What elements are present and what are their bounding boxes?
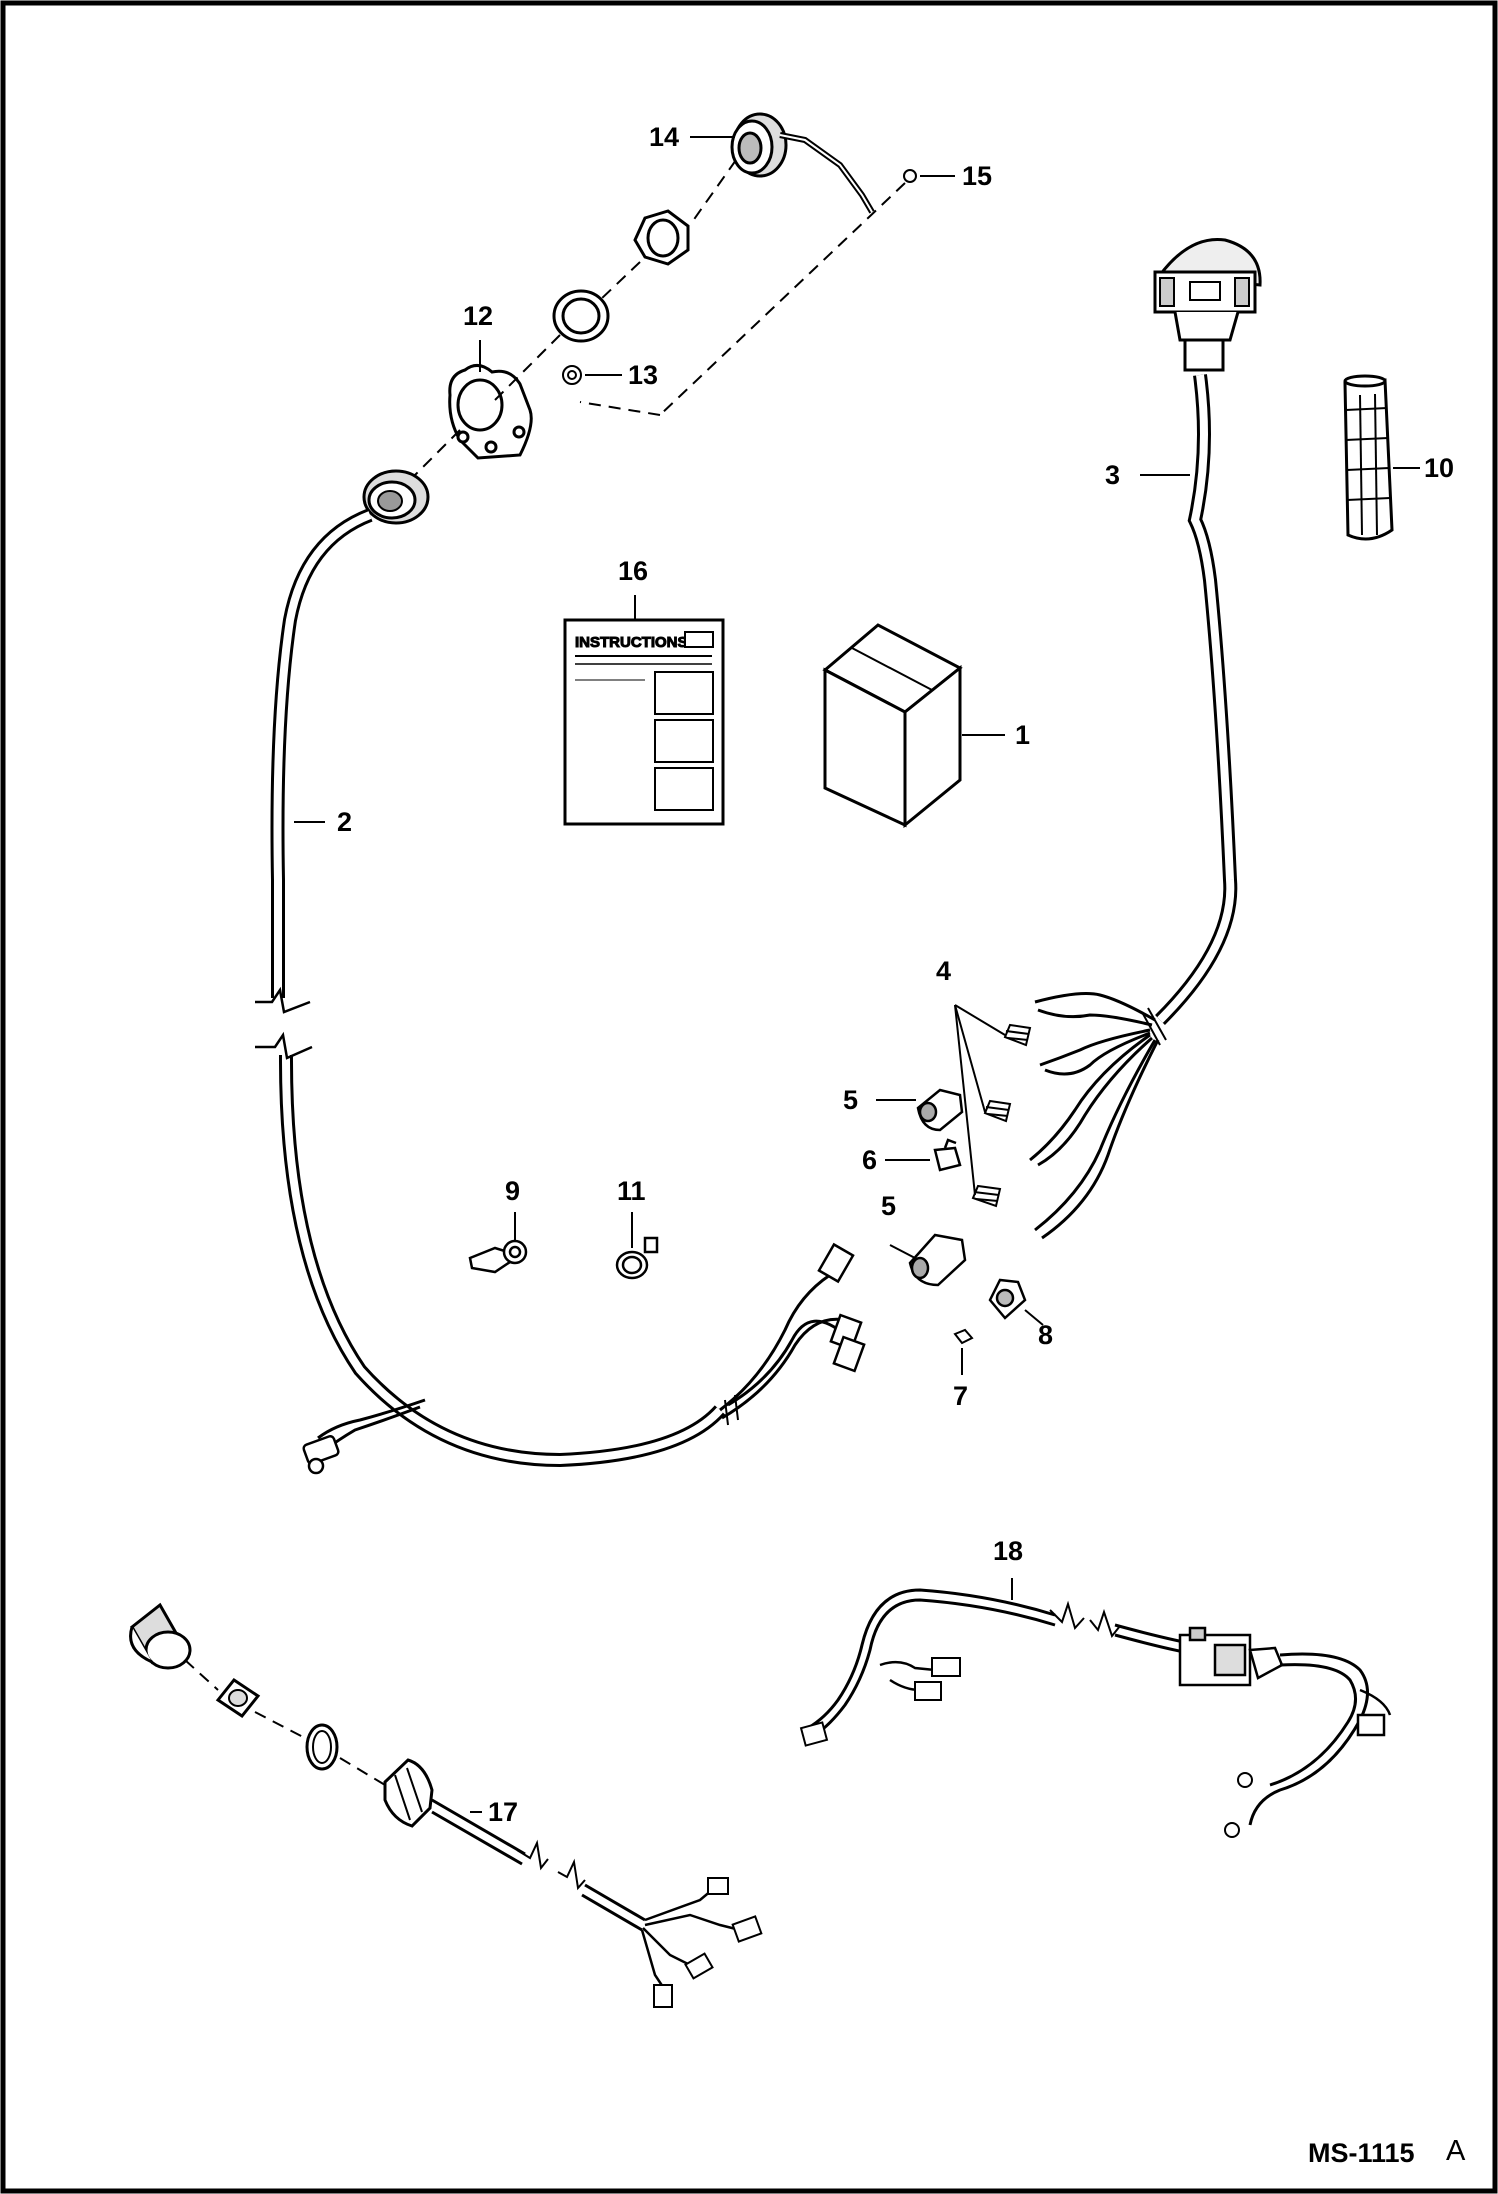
part-11-hose-clamp — [615, 1236, 659, 1280]
callout-1: 1 — [1015, 720, 1030, 750]
part-1-box — [822, 623, 963, 829]
part-10-grip — [1343, 374, 1394, 541]
part-14-plug-grommet — [730, 112, 875, 214]
part-4-terminals — [971, 1023, 1032, 1208]
callout-6: 6 — [862, 1145, 877, 1175]
lock-washer — [552, 289, 610, 343]
part-12-mounting-bracket — [448, 364, 533, 460]
part-15-screw — [903, 169, 917, 183]
callout-leaders — [294, 136, 1420, 1813]
callout-13: 13 — [628, 360, 658, 390]
callout-16: 16 — [618, 556, 648, 586]
callout-14: 14 — [649, 122, 679, 152]
callout-15: 15 — [962, 161, 992, 191]
callout-2: 2 — [337, 807, 352, 837]
callout-18: 18 — [993, 1536, 1023, 1566]
callout-5-upper: 5 — [843, 1085, 858, 1115]
assembly-dash-lines-top — [414, 159, 906, 476]
part-17-harness — [129, 1602, 763, 2008]
assembly-dash-lines-bottom — [184, 1659, 386, 1786]
figure-revision: A — [1446, 2135, 1466, 2167]
callout-11: 11 — [617, 1176, 646, 1206]
hex-nut — [633, 209, 690, 266]
callout-17: 17 — [488, 1797, 518, 1827]
callout-7: 7 — [953, 1381, 968, 1411]
part-6-clip — [933, 1138, 962, 1172]
callout-3: 3 — [1105, 460, 1120, 490]
part-2-harness — [255, 469, 866, 1475]
callout-4: 4 — [936, 956, 951, 986]
callout-8: 8 — [1038, 1320, 1053, 1350]
callout-9: 9 — [505, 1176, 520, 1206]
part-8-clamp — [988, 1278, 1027, 1320]
part-5-connector-lower — [908, 1233, 967, 1287]
figure-id: MS-1115 — [1308, 2138, 1415, 2168]
part-4-leader-lines — [954, 1004, 1006, 1196]
instructions-title: INSTRUCTIONS — [575, 634, 688, 651]
part-18-harness — [799, 1588, 1392, 1838]
part-7-pin — [953, 1328, 974, 1345]
part-5-connector-upper — [916, 1088, 964, 1132]
callout-5-lower: 5 — [881, 1191, 896, 1221]
part-3-switch-harness — [1029, 237, 1262, 1240]
part-13-screw — [562, 365, 582, 385]
callout-12: 12 — [463, 301, 493, 331]
part-16-instruction-sheet: INSTRUCTIONS — [563, 618, 725, 826]
callout-10: 10 — [1424, 453, 1454, 483]
part-9-ring-terminal — [468, 1239, 528, 1274]
